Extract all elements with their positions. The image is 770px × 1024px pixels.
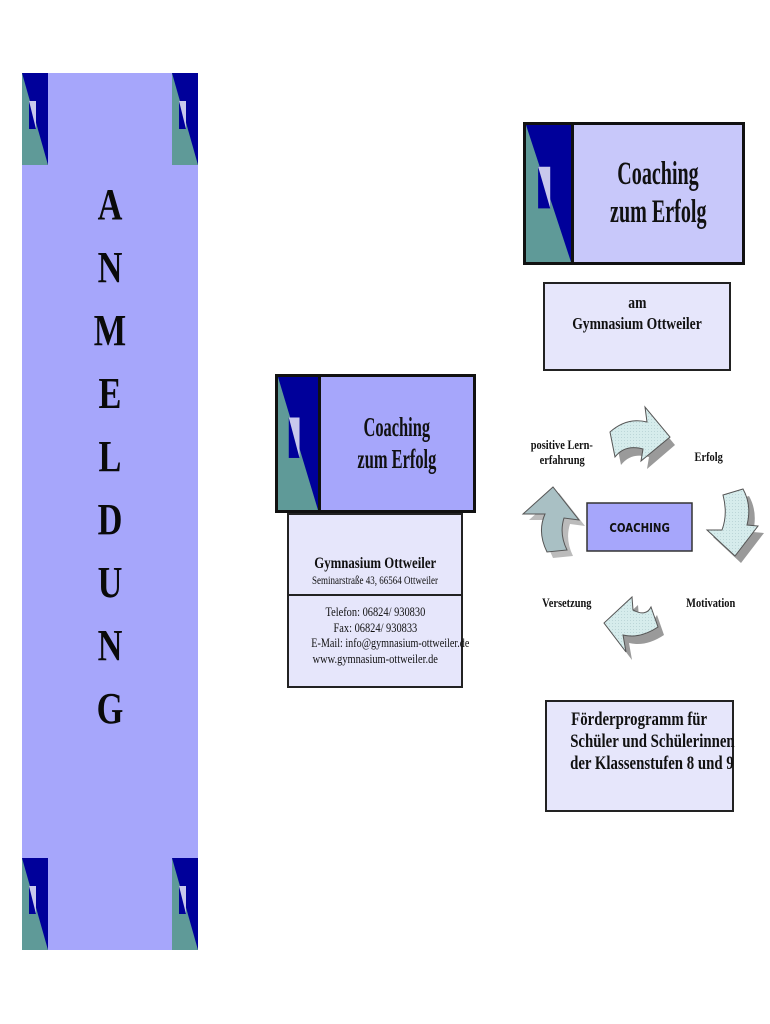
program-line3: der Klassenstufen 8 und 9 <box>570 753 734 774</box>
email-link[interactable]: E-Mail: info@gymnasium-ottweiler.de <box>311 635 470 650</box>
logo-top-right-icon <box>172 73 198 165</box>
registration-strip: A N M E L D U N G <box>22 73 198 950</box>
label-motivation: Motivation <box>680 595 742 610</box>
coaching-cycle-diagram <box>521 405 764 660</box>
title-letter: M <box>93 306 127 355</box>
label-text: Motivation <box>686 595 736 610</box>
banner-title-line2: zum Erfolg <box>609 193 707 230</box>
title-letter: N <box>97 621 123 670</box>
title-letter: E <box>98 369 122 418</box>
school-street: Seminarstraße 43, 66564 Ottweiler <box>312 573 438 587</box>
title-letter: G <box>96 684 124 733</box>
banner-title-line1: Coaching <box>363 412 431 443</box>
label-positive-learning: positive Lern- erfahrung <box>520 437 604 467</box>
school-box-line2: Gymnasium Ottweiler <box>572 314 702 333</box>
website-link[interactable]: www.gymnasium-ottweiler.de <box>312 650 438 666</box>
contact-box: Telefon: 06824/ 930830 Fax: 06824/ 93083… <box>287 594 469 688</box>
title-letter: U <box>97 558 123 607</box>
fax-text: Fax: 06824/ 930833 <box>333 619 417 635</box>
coaching-center-box <box>586 502 693 552</box>
logo-top-left-icon <box>22 73 48 165</box>
logo-icon <box>278 377 321 510</box>
arrow-right-icon <box>609 405 675 469</box>
label-line: positive Lern- <box>530 437 594 452</box>
vertical-title-anmeldung: A N M E L D U N G <box>22 173 198 740</box>
program-line1: Förderprogramm für <box>571 709 708 730</box>
banner-title-line2: zum Erfolg <box>357 443 437 474</box>
program-box: Förderprogramm für Schüler und Schülerin… <box>545 700 735 812</box>
label-success: Erfolg <box>684 449 734 464</box>
label-text: Erfolg <box>694 449 724 464</box>
banner-title-line1: Coaching <box>617 155 699 192</box>
coaching-center-label: COACHING <box>587 504 692 552</box>
logo-icon <box>526 125 574 262</box>
arrow-left-icon <box>603 595 664 660</box>
logo-bottom-left-icon <box>22 858 48 950</box>
school-box: am Gymnasium Ottweiler <box>543 282 731 371</box>
school-box-line1: am <box>627 293 647 312</box>
arrow-down-icon <box>705 488 764 563</box>
logo-bottom-right-icon <box>172 858 198 950</box>
school-name: Gymnasium Ottweiler <box>314 555 436 572</box>
arrow-up-icon <box>521 486 585 558</box>
label-promotion: Versetzung <box>531 595 603 610</box>
title-letter: L <box>98 432 122 481</box>
label-text: Versetzung <box>542 595 592 610</box>
title-letter: A <box>97 180 123 229</box>
phone-text: Telefon: 06824/ 930830 <box>325 604 425 619</box>
title-letter: N <box>97 243 123 292</box>
address-box: Gymnasium Ottweiler Seminarstraße 43, 66… <box>287 513 463 596</box>
program-line2: Schüler und Schülerinnen <box>570 731 735 752</box>
label-line: erfahrung <box>539 452 585 467</box>
title-letter: D <box>97 495 123 544</box>
coaching-text: COACHING <box>609 521 670 535</box>
